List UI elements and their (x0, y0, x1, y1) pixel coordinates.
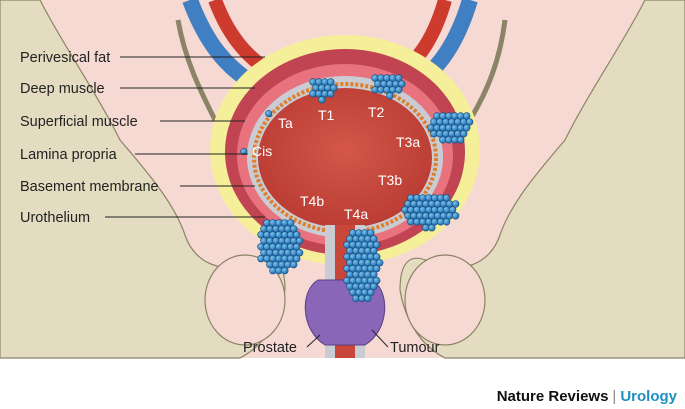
tumour-cell (293, 231, 301, 239)
tumour-cell (428, 224, 436, 232)
tumour-cell (457, 136, 465, 144)
leader-tumour (371, 329, 389, 348)
tumour-cell (295, 249, 304, 257)
stage-label-t1: T1 (318, 107, 335, 123)
tumour-cell (465, 118, 474, 126)
right-obturator (404, 254, 486, 346)
tumour-cell (281, 266, 289, 275)
label-tumour: Tumour (390, 340, 440, 356)
tumour-cell (295, 237, 304, 245)
label-urothelium: Urothelium (20, 210, 90, 226)
tumour-cell (293, 243, 301, 251)
right-ureter (467, 19, 508, 122)
label-perivesical-fat: Perivesical fat (20, 50, 110, 66)
tumour-ta (265, 110, 273, 118)
tumour-cell (463, 112, 471, 120)
stage-label-t4b: T4b (300, 193, 324, 209)
left-obturator (204, 254, 286, 346)
tumour-cis (240, 148, 248, 156)
stage-label-t2: T2 (368, 104, 385, 120)
tumour-cell (386, 92, 394, 100)
tumour-cell (367, 288, 375, 297)
tumour-cell (451, 200, 460, 208)
tumour-cell (265, 110, 273, 118)
leader-lines (105, 56, 389, 348)
background-white (0, 358, 685, 409)
tumour-t4b (257, 219, 304, 275)
tumour-cell (370, 235, 378, 243)
tumour-cell (370, 270, 378, 279)
tumour-cell (290, 225, 298, 233)
tumour-cell (370, 282, 378, 291)
journal-name: Nature Reviews (496, 388, 609, 405)
basement-membrane-layer (252, 82, 438, 234)
tumour-cell (373, 253, 381, 261)
stage-label-ta: Ta (278, 115, 293, 131)
tumour-cell (367, 229, 375, 237)
stage-label-cis: Cis (252, 143, 272, 159)
tumour-cell (290, 260, 298, 269)
tumour-cell (327, 78, 335, 86)
label-basement-membrane: Basement membrane (20, 179, 159, 195)
label-deep-muscle: Deep muscle (20, 81, 105, 97)
tumour-cell (395, 74, 403, 82)
tumour-cell (370, 247, 378, 255)
tumour-t2 (371, 74, 406, 100)
tumour-cell (240, 148, 248, 156)
tumour-cell (460, 130, 468, 138)
leader-prostate (306, 334, 321, 348)
label-lamina-propria: Lamina propria (20, 147, 118, 163)
stage-label-t4a: T4a (344, 206, 368, 222)
tumour-clusters (240, 74, 474, 303)
tumour-cell (376, 259, 384, 267)
bladder-lumen (258, 88, 432, 228)
tumour-t3b (401, 194, 460, 232)
tumour-cell (442, 218, 451, 226)
journal-section: Urology (620, 388, 677, 405)
tumour-cell (398, 80, 406, 88)
tumour-t3a (427, 112, 474, 144)
label-prostate: Prostate (243, 340, 297, 356)
tumour-cell (318, 96, 326, 104)
label-superficial-muscle: Superficial muscle (20, 114, 138, 130)
journal-footer: Nature Reviews|Urology (497, 388, 677, 405)
tumour-cell (442, 194, 451, 202)
tumour-cell (327, 90, 335, 98)
tumour-cell (287, 219, 295, 227)
tumour-cell (330, 84, 338, 92)
left-ureter (175, 19, 218, 122)
tumour-cell (373, 241, 381, 249)
tumour-t4a (343, 229, 384, 303)
tumour-cell (293, 254, 301, 263)
tumour-cell (451, 212, 460, 220)
stage-label-t3b: T3b (378, 172, 402, 188)
tumour-t1 (309, 78, 338, 104)
tumour-cell (364, 294, 372, 303)
tumour-cell (373, 276, 381, 285)
footer-separator: | (612, 388, 617, 405)
tumour-cell (395, 86, 403, 94)
tumour-cell (463, 124, 471, 132)
tumour-cell (373, 264, 381, 273)
tumour-cell (448, 206, 457, 214)
stage-label-t3a: T3a (396, 134, 420, 150)
